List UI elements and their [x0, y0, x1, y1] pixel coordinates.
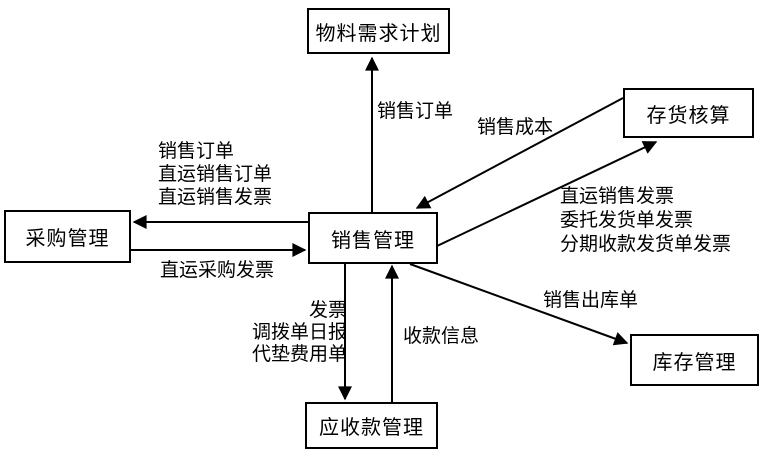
edge-label-line: 代垫费用单	[251, 344, 347, 365]
node-warehouse-management: 库存管理	[630, 334, 759, 386]
edge-label-line: 直运销售订单	[158, 164, 273, 185]
edge-label-line: 委托发货单发票	[560, 210, 694, 231]
node-purchase-management: 采购管理	[4, 210, 131, 263]
edge-label-line: 销售订单	[158, 141, 235, 162]
node-material-requirements-planning: 物料需求计划	[307, 8, 450, 54]
edge-label-line: 分期收款发货单发票	[560, 234, 732, 255]
edge-label-sales-order: 销售订单	[377, 101, 454, 122]
edge-label-sales-to-receivable: 发票 调拨单日报 代垫费用单	[242, 300, 347, 366]
edge-label-sales-to-inventory-accounting: 直运销售发票 委托发货单发票 分期收款发货单发票	[560, 185, 731, 257]
edge-label-direct-purchase-invoice: 直运采购发票	[160, 260, 275, 281]
edge-label-sales-cost: 销售成本	[477, 117, 554, 138]
edge-label-sales-outbound-order: 销售出库单	[543, 290, 639, 311]
arrow-inventory-accounting-to-sales	[415, 97, 624, 209]
edge-label-line: 调拨单日报	[251, 322, 347, 343]
edge-label-line: 发票	[308, 300, 347, 321]
edge-label-receipt-info: 收款信息	[403, 326, 480, 347]
arrow-sales-to-inventory-accounting	[436, 141, 658, 247]
edge-label-line: 直运销售发票	[158, 187, 273, 208]
edge-label-sales-to-purchase: 销售订单 直运销售订单 直运销售发票	[158, 140, 272, 209]
node-sales-management: 销售管理	[308, 212, 438, 264]
arrow-sales-to-warehouse	[409, 263, 629, 346]
node-inventory-accounting: 存货核算	[623, 88, 754, 138]
edge-label-line: 直运销售发票	[560, 186, 675, 207]
node-accounts-receivable-management: 应收款管理	[305, 402, 438, 449]
